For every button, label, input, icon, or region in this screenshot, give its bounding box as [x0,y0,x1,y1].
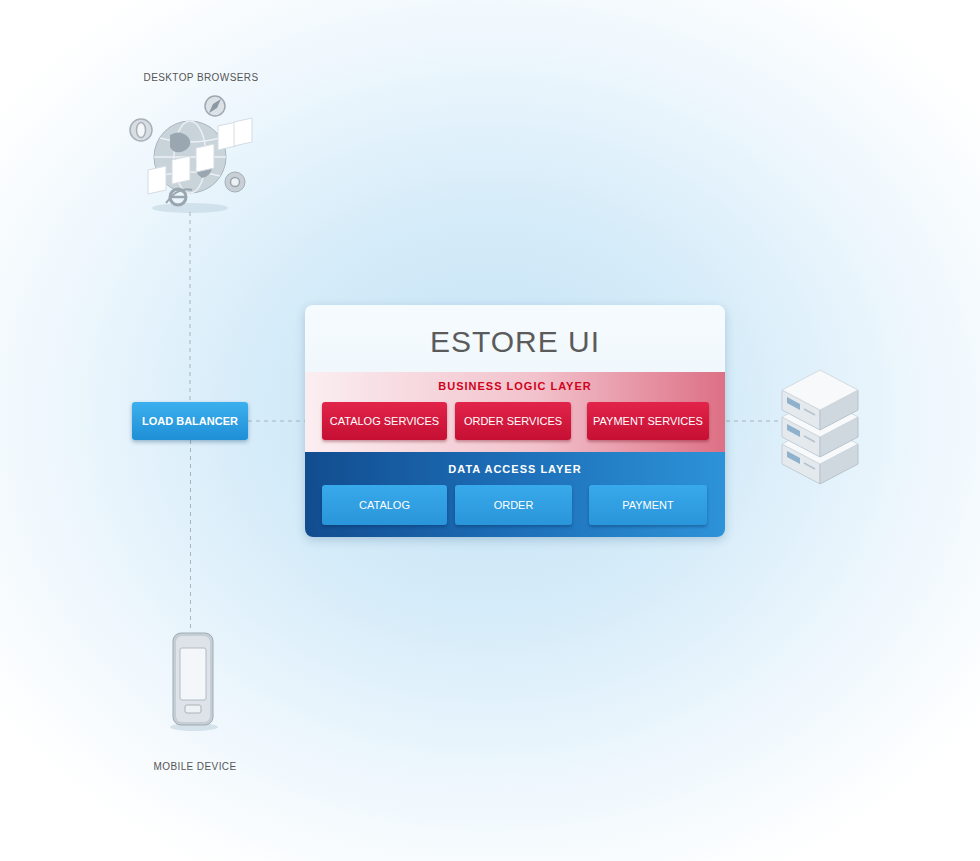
node-label: BUSINESS LOGIC LAYER [305,380,725,392]
node-label: ESTORE UI [305,325,725,359]
node-label: LOAD BALANCER [142,415,238,427]
dashed-connector [248,421,305,422]
mobile-phone-icon [170,633,218,731]
server-stack-icon [782,370,858,484]
node-label: CATALOG [359,499,410,511]
data-box: PAYMENT [589,485,707,525]
data-box: ORDER [455,485,572,525]
node-label: ORDER SERVICES [464,415,562,427]
mobile-node: MOBILE DEVICE [133,630,257,772]
node-label: DATA ACCESS LAYER [305,463,725,475]
app-panel: ESTORE UI BUSINESS LOGIC LAYER CATALOG SER… [305,305,725,537]
server-link-line [726,421,780,422]
data-box: CATALOG [322,485,447,525]
dashed-connector [190,212,191,402]
node-label: ORDER [494,499,534,511]
service-box: ORDER SERVICES [455,402,571,440]
dashed-connector [190,440,191,630]
browser-node: DESKTOP BROWSERS [130,72,272,212]
node-label: DESKTOP BROWSERS [130,72,272,83]
browser-globe-icon [130,96,252,213]
node-label: MOBILE DEVICE [133,761,257,772]
service-box: CATALOG SERVICES [322,402,447,440]
node-label: PAYMENT [622,499,674,511]
node-label: CATALOG SERVICES [330,415,439,427]
layer-band: DATA ACCESS LAYER CATALOG ORDER PAYMENT [305,452,725,537]
node-label: PAYMENT SERVICES [593,415,703,427]
layer-band: BUSINESS LOGIC LAYER CATALOG SERVICES ORDE… [305,372,725,452]
load-balancer-box: LOAD BALANCER [132,402,248,440]
service-box: PAYMENT SERVICES [587,402,709,440]
